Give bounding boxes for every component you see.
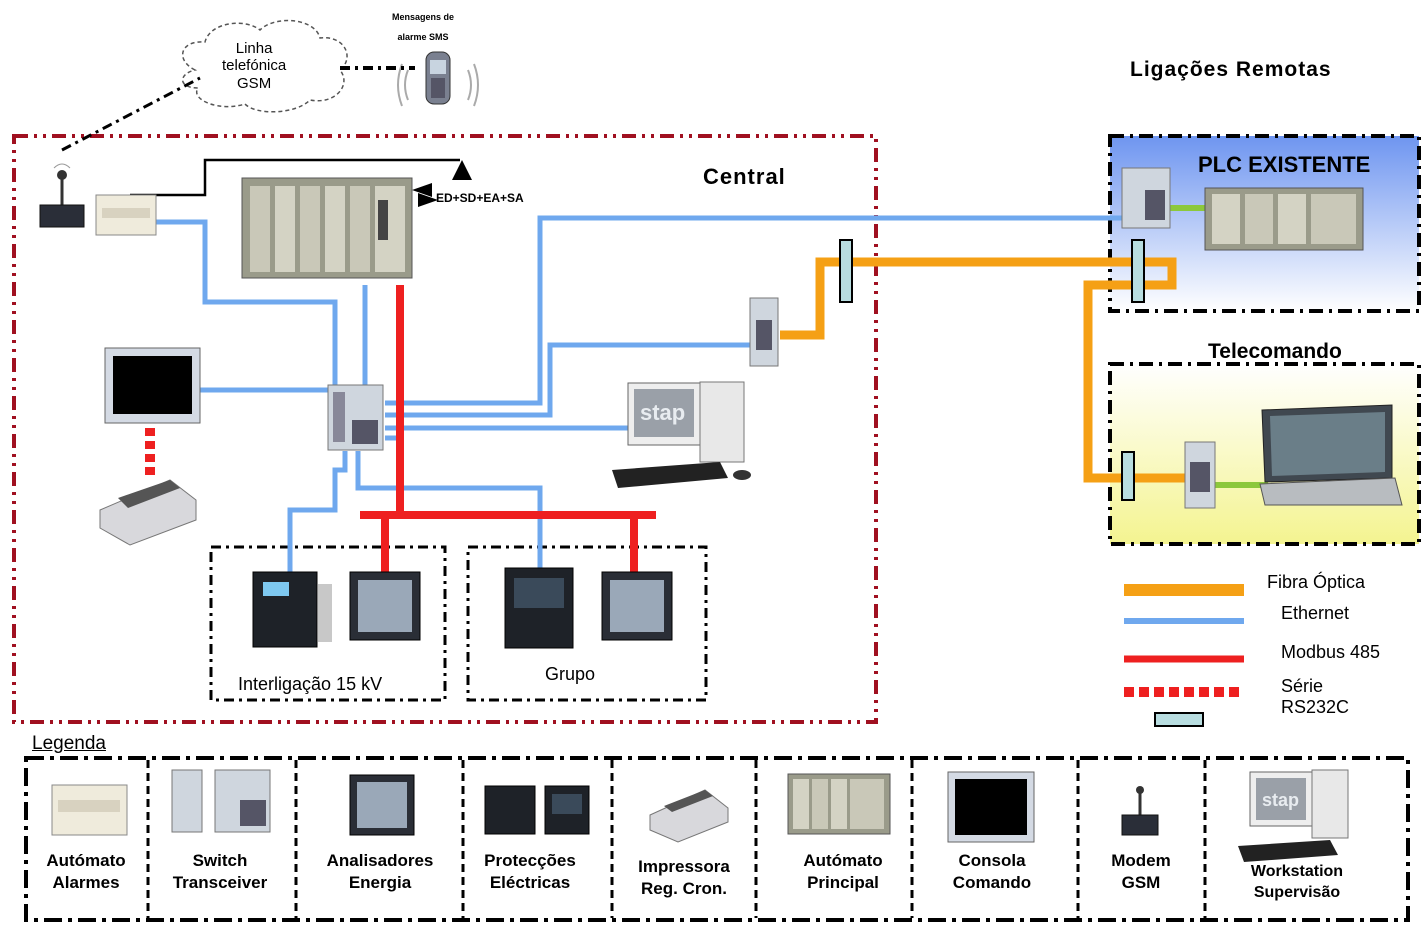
key-serie-label: Série RS232C (1281, 676, 1350, 717)
key-connector (1154, 712, 1204, 727)
key-modbus-label: Modbus 485 (1281, 642, 1381, 662)
legend-icon-modem (1121, 786, 1159, 836)
central-label: Central (703, 164, 786, 189)
legend-label-impressora: Impressora Reg. Cron. (638, 857, 730, 899)
automato-alarmes-icon (95, 194, 157, 236)
io-line (130, 158, 460, 197)
transceiver-remote-icon (1184, 441, 1216, 509)
modem-gsm-icon (39, 163, 85, 228)
key-fibra-label: Fibra Óptica (1267, 572, 1366, 592)
io-arrow-right (418, 193, 438, 207)
legend-label-automato-principal: Autómato Principal (803, 851, 883, 893)
laptop-icon (1259, 404, 1403, 506)
page-title: Ligações Remotas (1130, 58, 1332, 81)
transceiver-central-icon (749, 297, 779, 367)
legend-icon-impressora (649, 789, 729, 843)
io-arrow-left (412, 183, 432, 197)
legend-workstation-screen-text: stap (1262, 790, 1300, 810)
switch-remote-icon (1121, 167, 1171, 229)
legend-icon-analisador (349, 774, 415, 836)
plc-existente-label: PLC EXISTENTE (1198, 152, 1371, 177)
proteccao-relay-icon (504, 567, 574, 649)
workstation-icon (612, 381, 751, 488)
legend-icon-automato-alarmes (51, 784, 128, 836)
legend-label-switch: Switch Transceiver (172, 851, 268, 893)
impressora-icon (99, 479, 197, 546)
legend-icon-workstation (1238, 769, 1349, 862)
legend-label-proteccoes: Protecções Eléctricas (484, 851, 576, 893)
consola-comando-icon (104, 347, 201, 424)
key-ethernet-label: Ethernet (1281, 603, 1350, 623)
interligacao-box (209, 545, 447, 702)
proteccao-relay-icon (252, 571, 332, 648)
interligacao-label: Interligação 15 kV (238, 674, 383, 694)
legend-label-automato-alarmes: Autómato Alarmes (46, 851, 126, 893)
gsm-link (61, 76, 201, 152)
legend-box (24, 756, 1410, 922)
legend-icon-proteccao (484, 785, 590, 835)
modbus-lines (360, 285, 656, 572)
fibra-lines (780, 257, 1195, 483)
plc-existente-icon (1204, 187, 1364, 251)
analisador-energia-icon (601, 571, 673, 641)
central-box (12, 134, 878, 724)
legend-label-consola: Consola Comando (952, 851, 1032, 893)
fiber-connector (1131, 239, 1145, 303)
analisador-energia-icon (349, 571, 421, 641)
legend-dividers (146, 760, 1207, 918)
io-arrow-up (452, 160, 472, 180)
legend-icon-automato-principal (787, 773, 891, 835)
sms-phone-icon (397, 51, 479, 107)
fiber-connector (839, 239, 853, 303)
gsm-cloud (181, 19, 348, 113)
fiber-connector (1121, 451, 1135, 501)
legend-label-modem: Modem GSM (1111, 851, 1171, 893)
central-switch-icon (327, 384, 384, 451)
telecomando-label: Telecomando (1208, 340, 1342, 363)
grupo-label: Grupo (545, 664, 596, 684)
workstation-screen-text: stap (640, 400, 686, 425)
legend-label-workstation: Workstation Supervisão (1250, 863, 1344, 901)
legend-icon-consola (947, 771, 1035, 843)
io-label: ED+SD+EA+SA (436, 191, 524, 205)
grupo-box (466, 545, 708, 702)
sms-label: Mensagens de alarme SMS (392, 12, 455, 42)
legend-icon-switch (171, 769, 271, 833)
ethernet-lines (155, 215, 1130, 580)
automato-principal-icon (241, 177, 413, 279)
cloud-label: Linha telefónica GSM (222, 40, 287, 92)
legend-label-analisadores: Analisadores Energia (326, 851, 434, 893)
legend-title: Legenda (32, 733, 106, 754)
